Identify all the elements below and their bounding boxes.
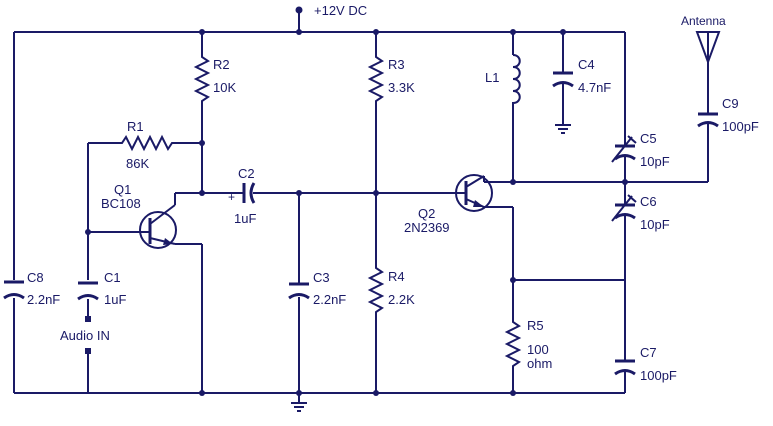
- r4-value: 2.2K: [388, 292, 415, 307]
- r2-ref: R2: [213, 57, 230, 72]
- q1-ref: Q1: [114, 182, 131, 197]
- l1-ref: L1: [485, 70, 499, 85]
- capacitor-c7: C7 100pF: [614, 345, 677, 383]
- r3-ref: R3: [388, 57, 405, 72]
- c4-value: 4.7nF: [578, 80, 611, 95]
- capacitor-c1: C1 1uF: [77, 270, 126, 307]
- audio-input-terminals: Audio IN: [60, 316, 110, 354]
- c3-ref: C3: [313, 270, 330, 285]
- c6-value: 10pF: [640, 217, 670, 232]
- r5-ref: R5: [527, 318, 544, 333]
- junctions: [85, 29, 628, 396]
- c5-value: 10pF: [640, 154, 670, 169]
- capacitor-c8: C8 2.2nF: [3, 270, 60, 307]
- c9-ref: C9: [722, 96, 739, 111]
- c2-ref: C2: [238, 166, 255, 181]
- c2-value: 1uF: [234, 211, 256, 226]
- capacitor-c4: C4 4.7nF: [552, 57, 611, 95]
- wires: [13, 12, 709, 394]
- resistor-r4: R4 2.2K: [367, 263, 415, 320]
- c9-value: 100pF: [722, 119, 759, 134]
- resistor-r1: R1 86K: [115, 119, 180, 171]
- c5-ref: C5: [640, 131, 657, 146]
- r3-value: 3.3K: [388, 80, 415, 95]
- transistor-q2: Q2 2N2369: [404, 174, 493, 235]
- c8-value: 2.2nF: [27, 292, 60, 307]
- c6-ref: C6: [640, 194, 657, 209]
- c4-ref: C4: [578, 57, 595, 72]
- ground-icon: [291, 393, 307, 412]
- q2-ref: Q2: [418, 206, 435, 221]
- antenna-label: Antenna: [681, 14, 726, 28]
- supply-label: +12V DC: [314, 3, 367, 18]
- resistor-r2: R2 10K: [193, 52, 236, 108]
- r2-value: 10K: [213, 80, 236, 95]
- supply-terminal: +12V DC: [295, 3, 367, 18]
- r1-value: 86K: [126, 156, 149, 171]
- r4-ref: R4: [388, 269, 405, 284]
- c1-value: 1uF: [104, 292, 126, 307]
- resistor-r5: R5 100 ohm: [504, 317, 552, 375]
- ground-c4: [555, 124, 571, 134]
- capacitor-c2: + C2 1uF: [228, 166, 256, 226]
- c8-ref: C8: [27, 270, 44, 285]
- trimmer-capacitor-c6: C6 10pF: [611, 194, 670, 232]
- c7-value: 100pF: [640, 368, 677, 383]
- capacitor-c3: C3 2.2nF: [288, 270, 346, 307]
- transistor-q1: Q1 BC108: [101, 182, 177, 249]
- c3-value: 2.2nF: [313, 292, 346, 307]
- r5-value: 100: [527, 342, 549, 357]
- q1-part: BC108: [101, 196, 141, 211]
- c1-ref: C1: [104, 270, 121, 285]
- r5-value-unit: ohm: [527, 356, 552, 371]
- capacitor-c9: C9 100pF: [697, 96, 759, 134]
- r1-ref: R1: [127, 119, 144, 134]
- trimmer-capacitor-c5: C5 10pF: [611, 131, 670, 169]
- audio-in-label: Audio IN: [60, 328, 110, 343]
- antenna-icon: Antenna: [681, 14, 726, 65]
- c7-ref: C7: [640, 345, 657, 360]
- resistor-r3: R3 3.3K: [367, 52, 415, 108]
- c2-polarity: +: [228, 190, 235, 204]
- inductor-l1: L1: [485, 54, 521, 108]
- q2-part: 2N2369: [404, 220, 450, 235]
